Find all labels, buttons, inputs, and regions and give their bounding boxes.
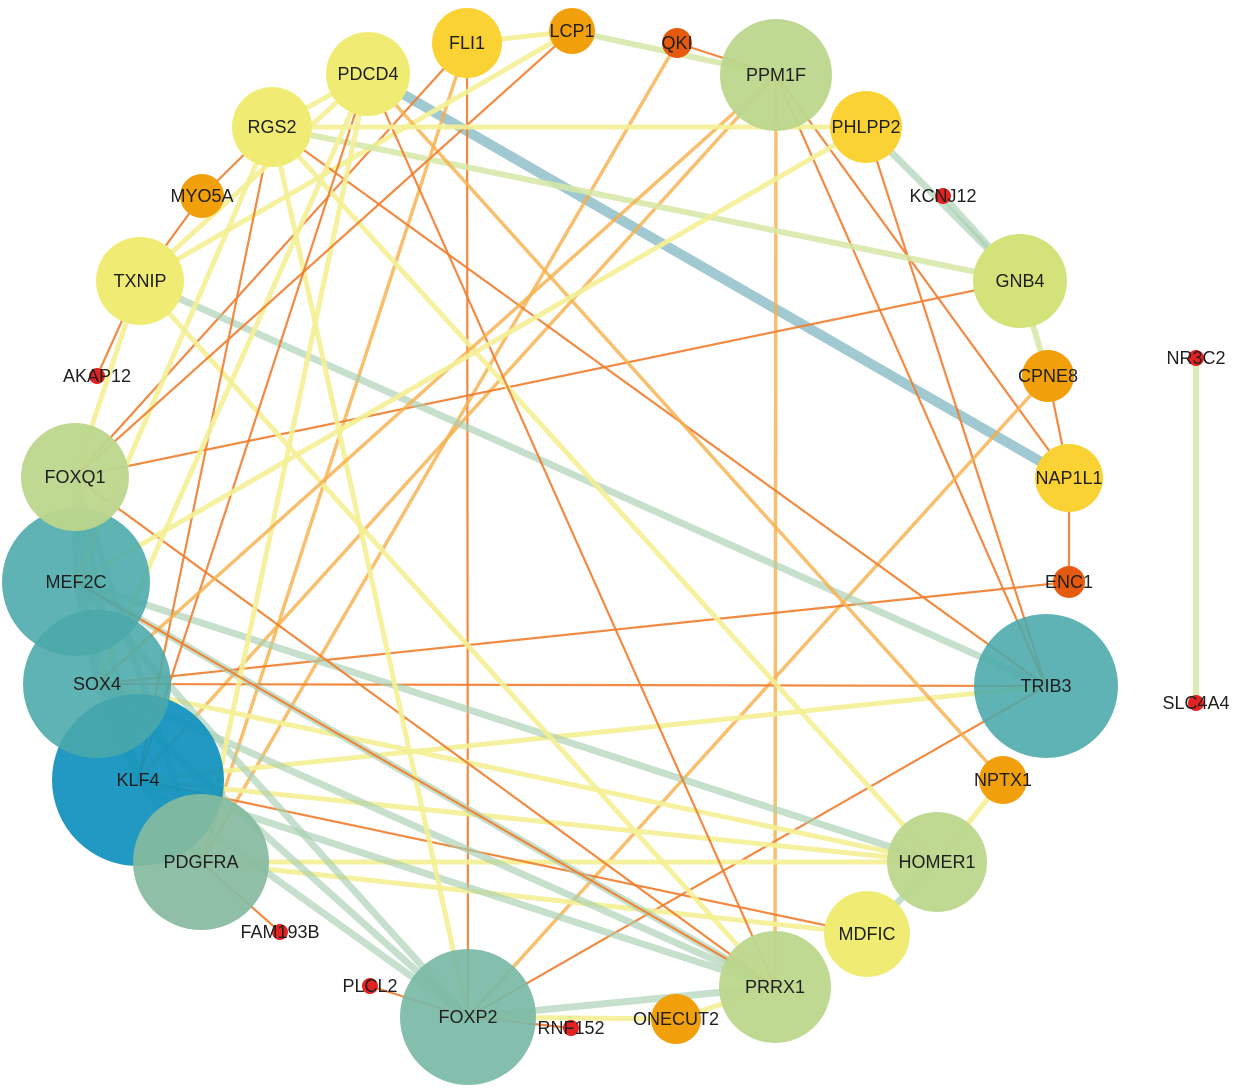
node-plcl2[interactable] <box>362 978 378 994</box>
node-label-mef2c: MEF2C <box>45 572 106 592</box>
edge-prrx1-foxq1 <box>73 475 777 989</box>
node-akap12[interactable] <box>89 368 105 384</box>
edge-txnip-pdcd4 <box>137 71 371 284</box>
edge-prrx1-pdcd4 <box>366 72 777 989</box>
node-nptx1[interactable] <box>979 756 1027 804</box>
edge-prrx1-txnip <box>137 278 778 990</box>
edge-ppm1f-prrx1 <box>773 73 778 989</box>
edge-trib3-foxp2 <box>466 684 1048 1019</box>
node-label-foxq1: FOXQ1 <box>44 467 105 487</box>
node-mef2c[interactable] <box>2 508 150 656</box>
edge-foxq1-lcp1 <box>73 29 574 479</box>
edge-homer1-rgs2 <box>269 124 940 865</box>
node-label-onecut2: ONECUT2 <box>633 1009 719 1029</box>
node-label-nap1l1: NAP1L1 <box>1035 468 1102 488</box>
edge-gnb4-rgs2 <box>269 124 1023 284</box>
node-label-klf4: KLF4 <box>116 770 159 790</box>
node-phlpp2[interactable] <box>830 91 902 163</box>
node-fli1[interactable] <box>432 8 502 78</box>
edge-fli1-pdgfra <box>199 41 469 864</box>
node-label-sox4: SOX4 <box>73 674 121 694</box>
edge-pdcd4-nap1l1 <box>363 69 1074 483</box>
node-label-slc4a4: SLC4A4 <box>1162 693 1229 713</box>
edge-sox4-ppm1f <box>95 73 778 686</box>
edge-foxp2-rgs2 <box>269 124 471 1020</box>
node-label-kcnj12: KCNJ12 <box>909 186 976 206</box>
node-label-akap12: AKAP12 <box>63 366 131 386</box>
node-slc4a4[interactable] <box>1188 695 1204 711</box>
node-label-pdgfra: PDGFRA <box>163 852 238 872</box>
edge-homer1-mef2c <box>72 578 941 866</box>
node-trib3[interactable] <box>974 614 1118 758</box>
node-ppm1f[interactable] <box>720 19 832 131</box>
edge-homer1-sox4 <box>94 681 940 865</box>
edge-pdgfra-pdcd4 <box>198 71 371 865</box>
edge-mef2c-prrx1 <box>74 580 777 989</box>
node-label-phlpp2: PHLPP2 <box>831 117 900 137</box>
node-label-prrx1: PRRX1 <box>745 977 805 997</box>
node-label-rgs2: RGS2 <box>247 117 296 137</box>
edge-gnb4-foxq1 <box>73 279 1022 479</box>
edge-fli1-foxp2 <box>465 41 470 1019</box>
edge-cpne8-foxp2 <box>466 374 1050 1019</box>
node-label-pdcd4: PDCD4 <box>337 64 398 84</box>
edge-nptx1-pdcd4 <box>366 72 1005 782</box>
edge-ppm1f-trib3 <box>774 73 1048 688</box>
node-pdcd4[interactable] <box>326 32 410 116</box>
node-rnf152[interactable] <box>563 1020 579 1036</box>
edge-qki-pdgfra <box>199 41 679 864</box>
node-label-fam193b: FAM193B <box>240 922 319 942</box>
edge-klf4-pdcd4 <box>136 72 370 782</box>
edge-trib3-rgs2 <box>270 125 1048 688</box>
node-label-qki: QKI <box>661 33 692 53</box>
node-foxq1[interactable] <box>21 423 129 531</box>
edge-phlpp2-trib3 <box>864 125 1048 688</box>
node-label-lcp1: LCP1 <box>549 21 594 41</box>
node-foxp2[interactable] <box>400 949 536 1085</box>
node-label-trib3: TRIB3 <box>1020 676 1071 696</box>
node-qki[interactable] <box>662 28 692 58</box>
node-kcnj12[interactable] <box>935 188 951 204</box>
node-label-ppm1f: PPM1F <box>746 65 806 85</box>
node-txnip[interactable] <box>96 237 184 325</box>
node-label-homer1: HOMER1 <box>898 852 975 872</box>
node-fam193b[interactable] <box>272 924 288 940</box>
node-lcp1[interactable] <box>549 8 595 54</box>
node-rgs2[interactable] <box>232 87 312 167</box>
node-label-nptx1: NPTX1 <box>974 770 1032 790</box>
node-label-enc1: ENC1 <box>1045 572 1093 592</box>
node-label-mdfic: MDFIC <box>839 924 896 944</box>
node-label-nr3c2: NR3C2 <box>1166 348 1225 368</box>
node-mdfic[interactable] <box>824 891 910 977</box>
edge-ppm1f-nap1l1 <box>774 73 1071 480</box>
node-nr3c2[interactable] <box>1188 350 1204 366</box>
edge-trib3-klf4 <box>135 683 1049 783</box>
node-label-cpne8: CPNE8 <box>1018 366 1078 386</box>
node-gnb4[interactable] <box>973 234 1067 328</box>
node-homer1[interactable] <box>887 812 987 912</box>
node-label-fli1: FLI1 <box>449 33 485 53</box>
edge-fli1-foxq1 <box>73 41 469 479</box>
node-label-txnip: TXNIP <box>113 271 166 291</box>
node-nap1l1[interactable] <box>1035 444 1103 512</box>
node-enc1[interactable] <box>1053 566 1085 598</box>
edge-enc1-sox4 <box>95 580 1071 686</box>
node-label-gnb4: GNB4 <box>995 271 1044 291</box>
node-label-foxp2: FOXP2 <box>438 1007 497 1027</box>
node-myo5a[interactable] <box>180 174 224 218</box>
node-label-myo5a: MYO5A <box>170 186 233 206</box>
edge-mdfic-klf4 <box>136 778 869 936</box>
node-cpne8[interactable] <box>1022 350 1074 402</box>
node-prrx1[interactable] <box>719 931 831 1043</box>
node-onecut2[interactable] <box>651 994 701 1044</box>
node-label-plcl2: PLCL2 <box>342 976 397 996</box>
node-pdgfra[interactable] <box>133 794 269 930</box>
edge-lcp1-txnip <box>137 28 575 284</box>
node-label-rnf152: RNF152 <box>537 1018 604 1038</box>
edge-mef2c-phlpp2 <box>73 124 869 585</box>
